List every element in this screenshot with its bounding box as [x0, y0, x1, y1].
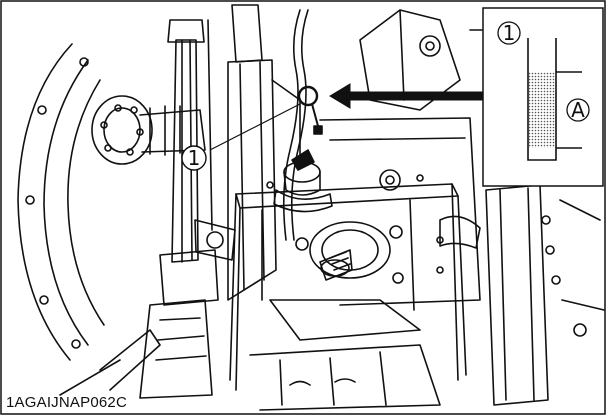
inset-dipstick-tip [527, 38, 557, 161]
figure-id-code: 1AGAIJNAP062C [6, 394, 127, 411]
lift-rod [59, 19, 219, 399]
oil-level-fill [529, 72, 555, 148]
dipstick-icon [297, 85, 323, 135]
arrow-icon [329, 83, 483, 109]
lift-arm [194, 219, 236, 261]
flywheel-housing [17, 43, 206, 361]
level-range-label: A [571, 98, 585, 122]
dipstick-callout-number: 1 [188, 146, 201, 170]
filler-cap [273, 149, 333, 213]
pto-shaft [295, 221, 404, 284]
dipstick-callout: 1 [181, 145, 207, 171]
dipstick-leader-line [209, 103, 301, 151]
lower-base [249, 299, 441, 411]
inset-panel: 1 A [482, 7, 604, 187]
inset-callout-number: 1 [503, 21, 516, 45]
wiring-harness [282, 9, 309, 241]
right-linkage [439, 184, 605, 406]
